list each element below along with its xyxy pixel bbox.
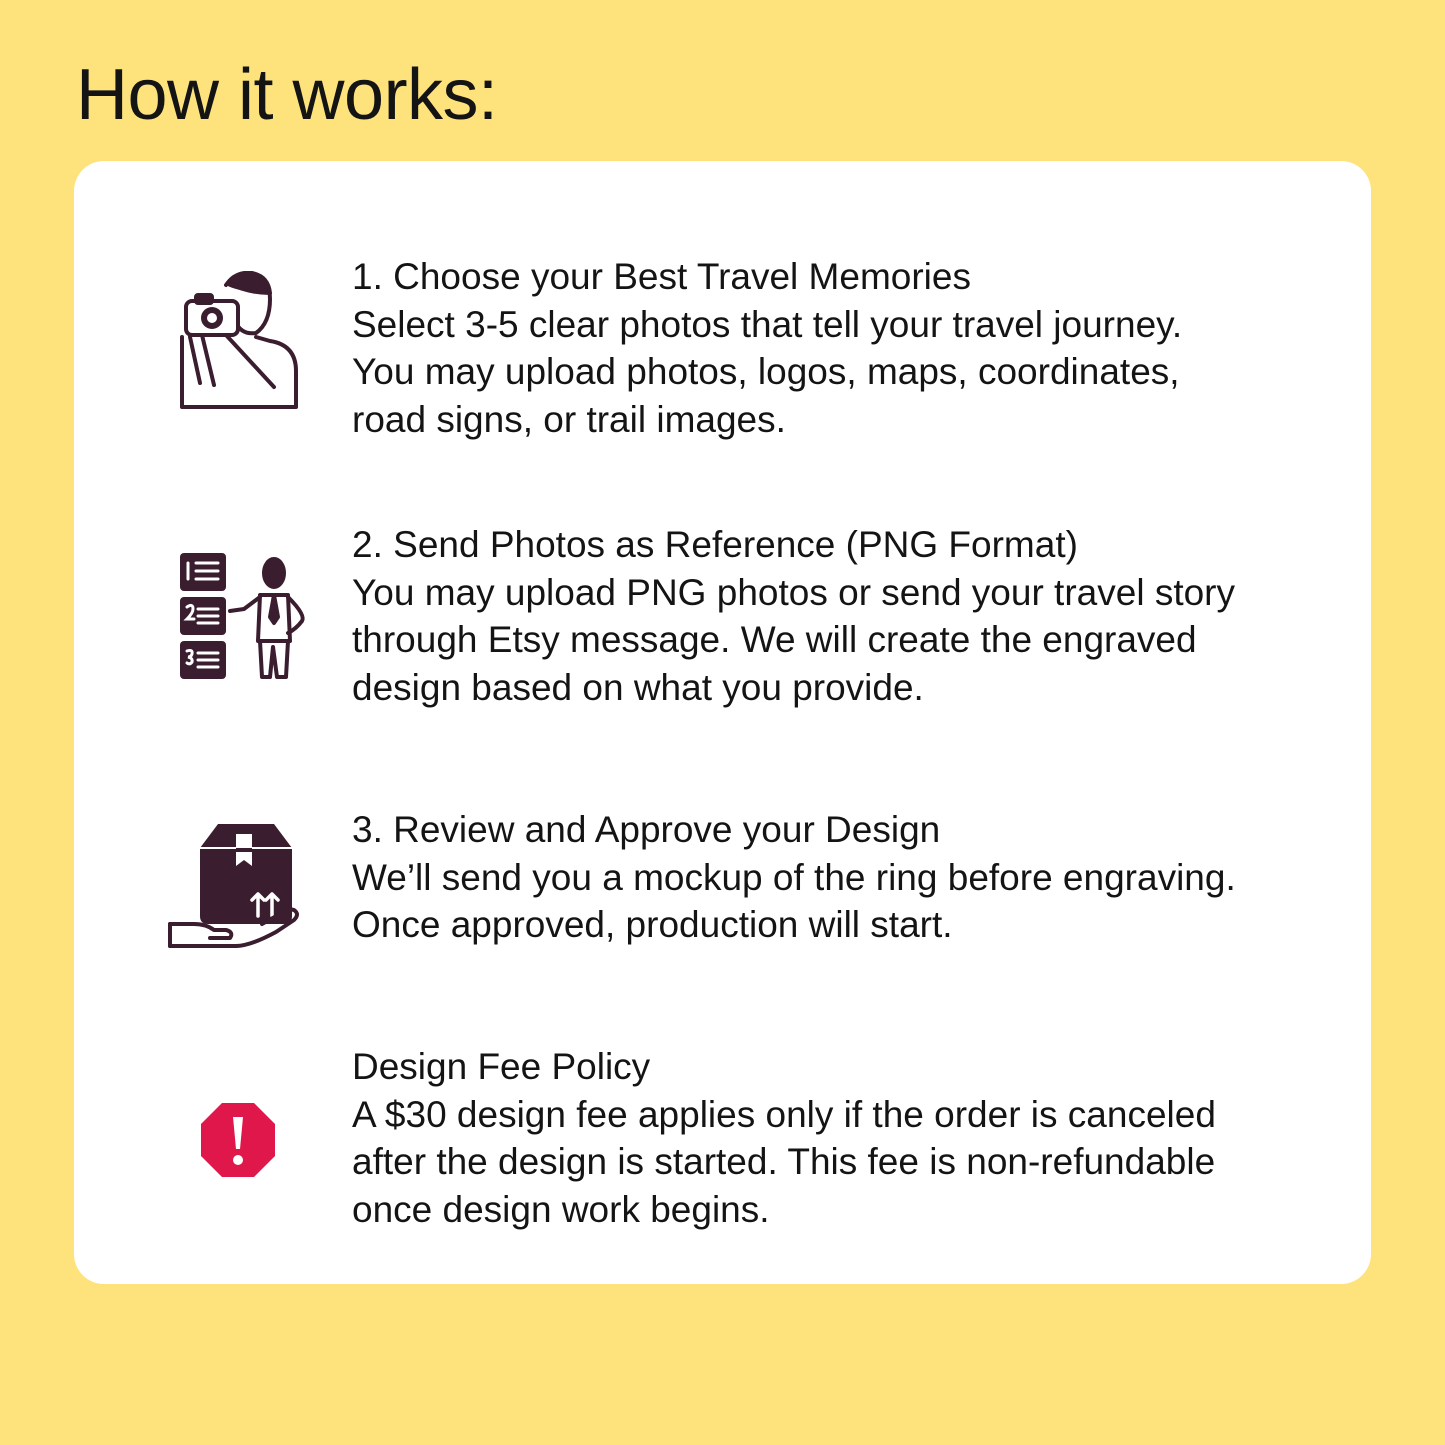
- steps-card: 1. Choose your Best Travel Memories Sele…: [74, 161, 1371, 1284]
- warning-octagon-icon: [201, 1103, 275, 1177]
- step-1-text: 1. Choose your Best Travel Memories Sele…: [352, 253, 1352, 443]
- step-title: 1. Choose your Best Travel Memories: [352, 256, 971, 297]
- page-title: How it works:: [76, 55, 498, 135]
- step-description: We’ll send you a mockup of the ring befo…: [352, 856, 1236, 946]
- photographer-camera-icon: [180, 271, 298, 409]
- step-description: You may upload PNG photos or send your t…: [352, 571, 1235, 708]
- step-4-text: Design Fee Policy A $30 design fee appli…: [352, 1043, 1352, 1233]
- step-description: Select 3-5 clear photos that tell your t…: [352, 303, 1183, 440]
- step-title: 3. Review and Approve your Design: [352, 809, 941, 850]
- hand-holding-package-icon: [168, 824, 299, 948]
- step-title: 2. Send Photos as Reference (PNG Format): [352, 524, 1078, 565]
- step-title: Design Fee Policy: [352, 1046, 651, 1087]
- step-2-text: 2. Send Photos as Reference (PNG Format)…: [352, 521, 1352, 711]
- step-description: A $30 design fee applies only if the ord…: [352, 1093, 1216, 1230]
- step-3-text: 3. Review and Approve your Design We’ll …: [352, 806, 1352, 949]
- person-checklist-icon: [180, 553, 305, 679]
